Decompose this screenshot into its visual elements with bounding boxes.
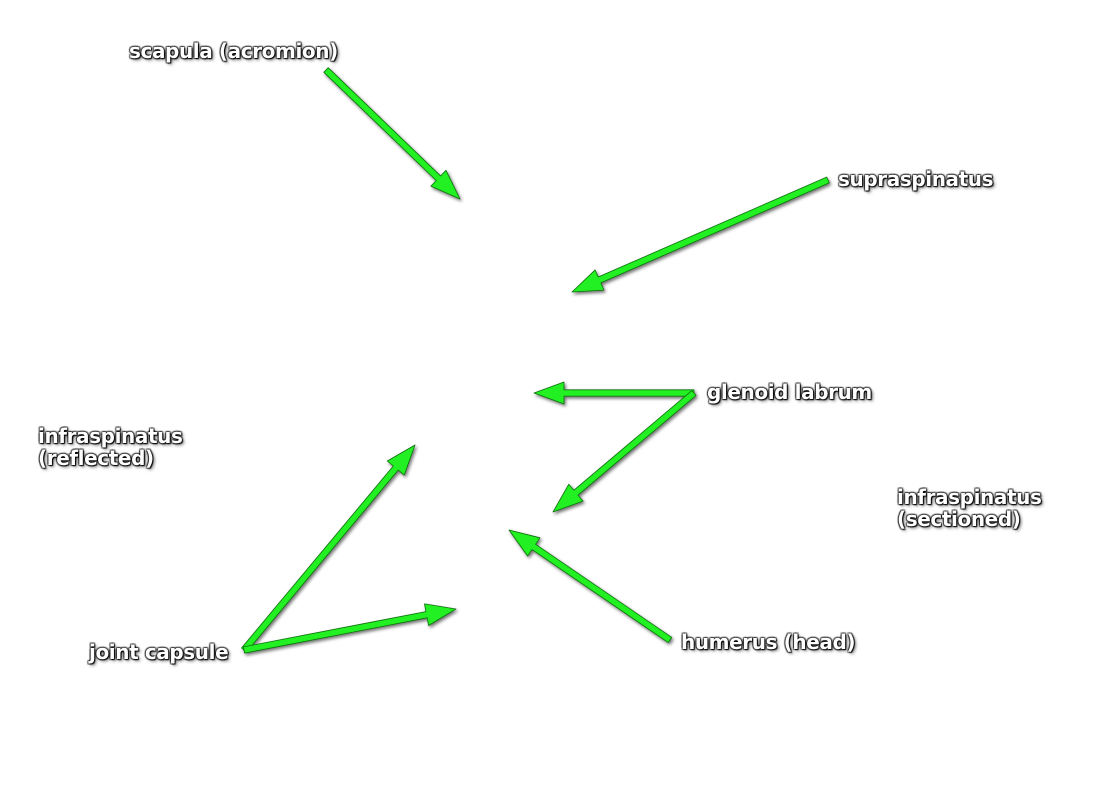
label-infraspinatus-sectioned: infraspinatus (sectioned) xyxy=(897,485,1042,531)
arrow-joint-capsule-lower xyxy=(242,603,457,654)
label-infraspinatus-sectioned-line-1: infraspinatus xyxy=(897,485,1042,509)
arrow-glenoid-labrum-lower xyxy=(552,390,697,513)
arrow-humerus-head xyxy=(508,529,673,643)
arrow-glenoid-labrum-upper xyxy=(533,381,695,405)
label-joint-capsule: joint capsule xyxy=(89,640,229,664)
label-infraspinatus-reflected-line-1: infraspinatus xyxy=(38,424,183,448)
label-scapula-acromion: scapula (acromion) xyxy=(129,39,338,63)
label-supraspinatus: supraspinatus xyxy=(838,167,994,191)
label-humerus-head: humerus (head) xyxy=(681,630,856,654)
label-glenoid-labrum: glenoid labrum xyxy=(707,380,872,404)
label-infraspinatus-reflected: infraspinatus (reflected) xyxy=(38,424,183,470)
label-infraspinatus-reflected-line-2: (reflected) xyxy=(38,446,154,470)
arrow-joint-capsule-upper xyxy=(241,444,416,653)
label-infraspinatus-sectioned-line-2: (sectioned) xyxy=(897,507,1021,531)
arrow-scapula-acromion xyxy=(323,67,461,200)
arrow-supraspinatus xyxy=(571,176,830,293)
